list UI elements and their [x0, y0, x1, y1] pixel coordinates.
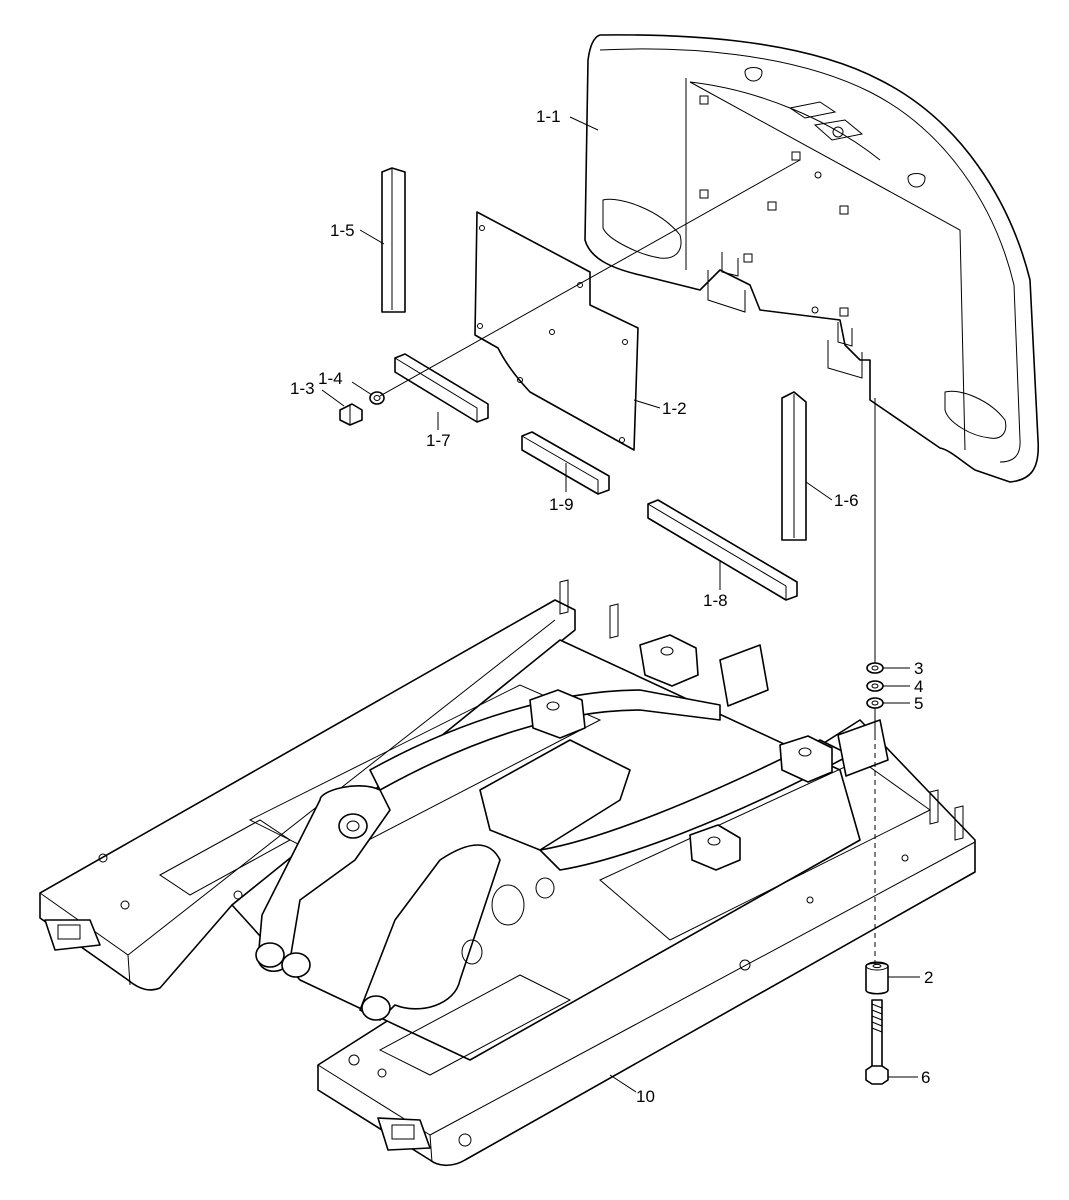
callout-1-5: 1-5 — [330, 221, 355, 240]
callout-4: 4 — [914, 677, 923, 696]
callout-1-4: 1-4 — [318, 369, 343, 388]
block-part-1-5 — [381, 167, 406, 313]
bar-part-1-8 — [647, 499, 798, 601]
spacer-part-2 — [865, 961, 889, 995]
callout-1-2: 1-2 — [662, 399, 687, 418]
callout-3: 3 — [914, 659, 923, 678]
callout-1-6: 1-6 — [834, 491, 859, 510]
callout-1-1: 1-1 — [536, 107, 561, 126]
callout-10: 10 — [636, 1087, 655, 1106]
callout-1-7: 1-7 — [426, 431, 451, 450]
bolt-part-1-3 — [339, 403, 363, 426]
callout-1-8: 1-8 — [703, 591, 728, 610]
callout-5: 5 — [914, 694, 923, 713]
chassis-frame-part-10 — [39, 579, 976, 1167]
washer-part-3 — [866, 662, 884, 674]
washer-part-1-4 — [369, 391, 385, 405]
block-part-1-6 — [781, 391, 807, 541]
bar-part-1-7 — [394, 353, 489, 423]
callout-2: 2 — [924, 968, 933, 987]
callout-1-3: 1-3 — [290, 379, 315, 398]
counterweight-part-1-1 — [584, 34, 1040, 483]
washer-part-5 — [866, 697, 884, 709]
callout-1-9: 1-9 — [549, 495, 574, 514]
plate-part-1-2 — [474, 211, 639, 451]
callout-6: 6 — [921, 1068, 930, 1087]
washer-part-4 — [866, 680, 884, 692]
bolt-part-6 — [865, 999, 889, 1085]
